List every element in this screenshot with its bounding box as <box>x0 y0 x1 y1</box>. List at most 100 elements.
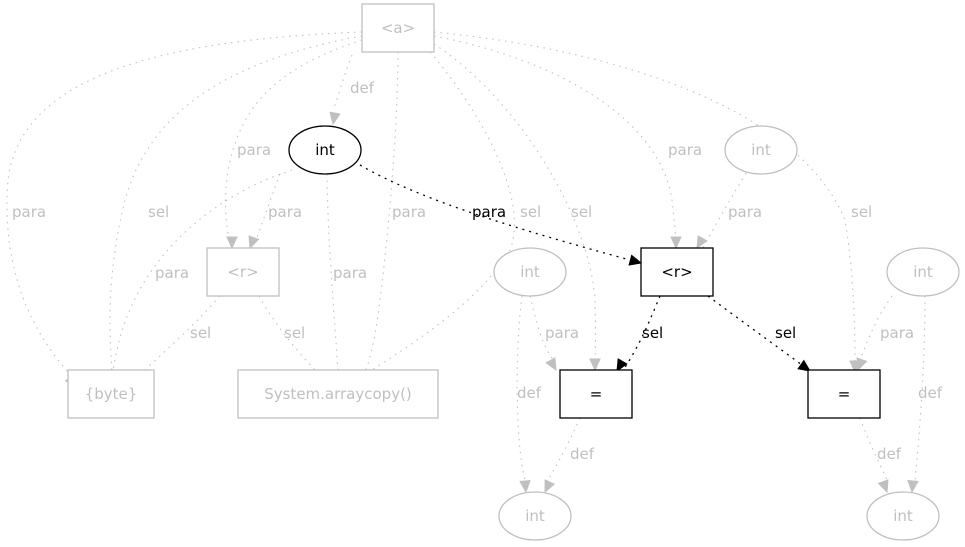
edge-a-to-r1: para <box>224 39 363 251</box>
node-int1[interactable]: int <box>288 125 362 175</box>
arrowhead-icon <box>226 236 238 250</box>
nodes-layer: <a> int <r> {byte} System.arraycopy() int <r> i… <box>67 3 960 541</box>
edge-label: sel <box>851 203 872 221</box>
edge-int3-to-int4: def <box>516 295 542 494</box>
node-label: int <box>315 141 335 159</box>
edge-label: para <box>545 324 579 342</box>
arrowhead-icon <box>628 254 643 266</box>
node-box <box>807 369 881 419</box>
node-label: System.arraycopy() <box>264 385 412 403</box>
node-label: <a> <box>381 19 415 37</box>
edge-a-to-arraycopy: para <box>359 51 426 389</box>
node-int6[interactable]: int <box>866 491 940 541</box>
edge-int2-to-r2: para <box>696 172 762 251</box>
node-int3[interactable]: int <box>493 247 567 297</box>
node-label: = <box>838 385 851 403</box>
edge-a-to-eq1: sel <box>433 43 601 373</box>
node-label: {byte} <box>85 385 138 403</box>
edge-line <box>6 31 363 373</box>
node-label: int <box>520 263 540 281</box>
edge-label: def <box>517 384 542 402</box>
edge-int1-to-r2: para <box>359 164 643 266</box>
arrowhead-icon <box>856 357 868 372</box>
edge-r2-to-eq2: sel <box>707 295 811 372</box>
node-label: <r> <box>227 263 258 281</box>
node-ellipse <box>866 491 940 541</box>
node-label: int <box>893 507 913 525</box>
node-box <box>361 3 435 53</box>
node-int2[interactable]: int <box>724 125 798 175</box>
edge-label: def <box>918 384 943 402</box>
edge-label: para <box>668 141 702 159</box>
arrowhead-icon <box>670 236 682 250</box>
arrowhead-icon <box>616 358 628 373</box>
edge-a-to-arraycopy: sel <box>349 51 541 388</box>
edge-line <box>529 295 553 359</box>
node-int5[interactable]: int <box>886 247 960 297</box>
node-byte[interactable]: {byte} <box>67 369 155 419</box>
node-a[interactable]: <a> <box>361 3 435 53</box>
edge-line <box>861 295 893 356</box>
node-ellipse <box>498 491 572 541</box>
arrowhead-icon <box>544 479 556 494</box>
node-eq2[interactable]: = <box>807 369 881 419</box>
node-ellipse <box>724 125 798 175</box>
node-r2[interactable]: <r> <box>640 247 714 297</box>
edge-label: sel <box>284 324 305 342</box>
edge-int1-to-arraycopy: para <box>326 173 367 389</box>
edge-label: sel <box>571 203 592 221</box>
edge-eq2-to-int6: def <box>859 417 902 494</box>
edge-label: para <box>155 264 189 282</box>
edge-a-to-byte: sel <box>106 35 363 389</box>
node-box <box>237 369 439 419</box>
arrowhead-icon <box>696 235 708 250</box>
arrowhead-icon <box>589 358 601 372</box>
edge-label: sel <box>775 324 796 342</box>
edge-int3-to-eq1: para <box>529 295 579 372</box>
edge-label: para <box>237 141 271 159</box>
edge-label: para <box>472 203 506 221</box>
node-int4[interactable]: int <box>498 491 572 541</box>
edge-line <box>707 295 803 366</box>
edge-line <box>547 417 581 481</box>
edge-int5-to-eq2: para <box>856 295 914 372</box>
edge-line <box>326 173 339 373</box>
edge-label: sel <box>642 324 663 342</box>
node-label: <r> <box>661 263 692 281</box>
edge-label: para <box>880 324 914 342</box>
node-box <box>206 247 280 297</box>
edge-label: def <box>570 445 595 463</box>
edge-label: para <box>392 203 426 221</box>
node-label: int <box>525 507 545 525</box>
arrowhead-icon <box>519 480 531 494</box>
edge-a-to-byte: para <box>6 31 363 388</box>
node-eq1[interactable]: = <box>559 369 633 419</box>
node-label: int <box>751 141 771 159</box>
edge-line <box>359 164 631 261</box>
edge-a-to-r2: para <box>433 35 702 251</box>
node-label: int <box>913 263 933 281</box>
edge-line <box>139 295 221 376</box>
edge-r2-to-eq1: sel <box>616 295 663 373</box>
arrowhead-icon <box>907 480 919 494</box>
arrowhead-icon <box>545 357 557 372</box>
node-r1[interactable]: <r> <box>206 247 280 297</box>
edge-int1-to-r1: para <box>248 173 302 251</box>
node-box <box>559 369 633 419</box>
node-arraycopy[interactable]: System.arraycopy() <box>237 369 439 419</box>
edge-label: sel <box>520 203 541 221</box>
edge-line <box>433 31 856 373</box>
edge-a-to-eq2: sel <box>433 31 872 374</box>
node-box <box>640 247 714 297</box>
edge-label: sel <box>148 203 169 221</box>
node-ellipse <box>288 125 362 175</box>
edge-line <box>701 172 747 251</box>
edge-line <box>355 51 515 381</box>
edge-label: para <box>12 203 46 221</box>
edge-label: def <box>877 445 902 463</box>
edge-label: para <box>268 203 302 221</box>
node-label: = <box>590 385 603 403</box>
arrowhead-icon <box>329 111 341 126</box>
edge-line <box>333 54 353 109</box>
